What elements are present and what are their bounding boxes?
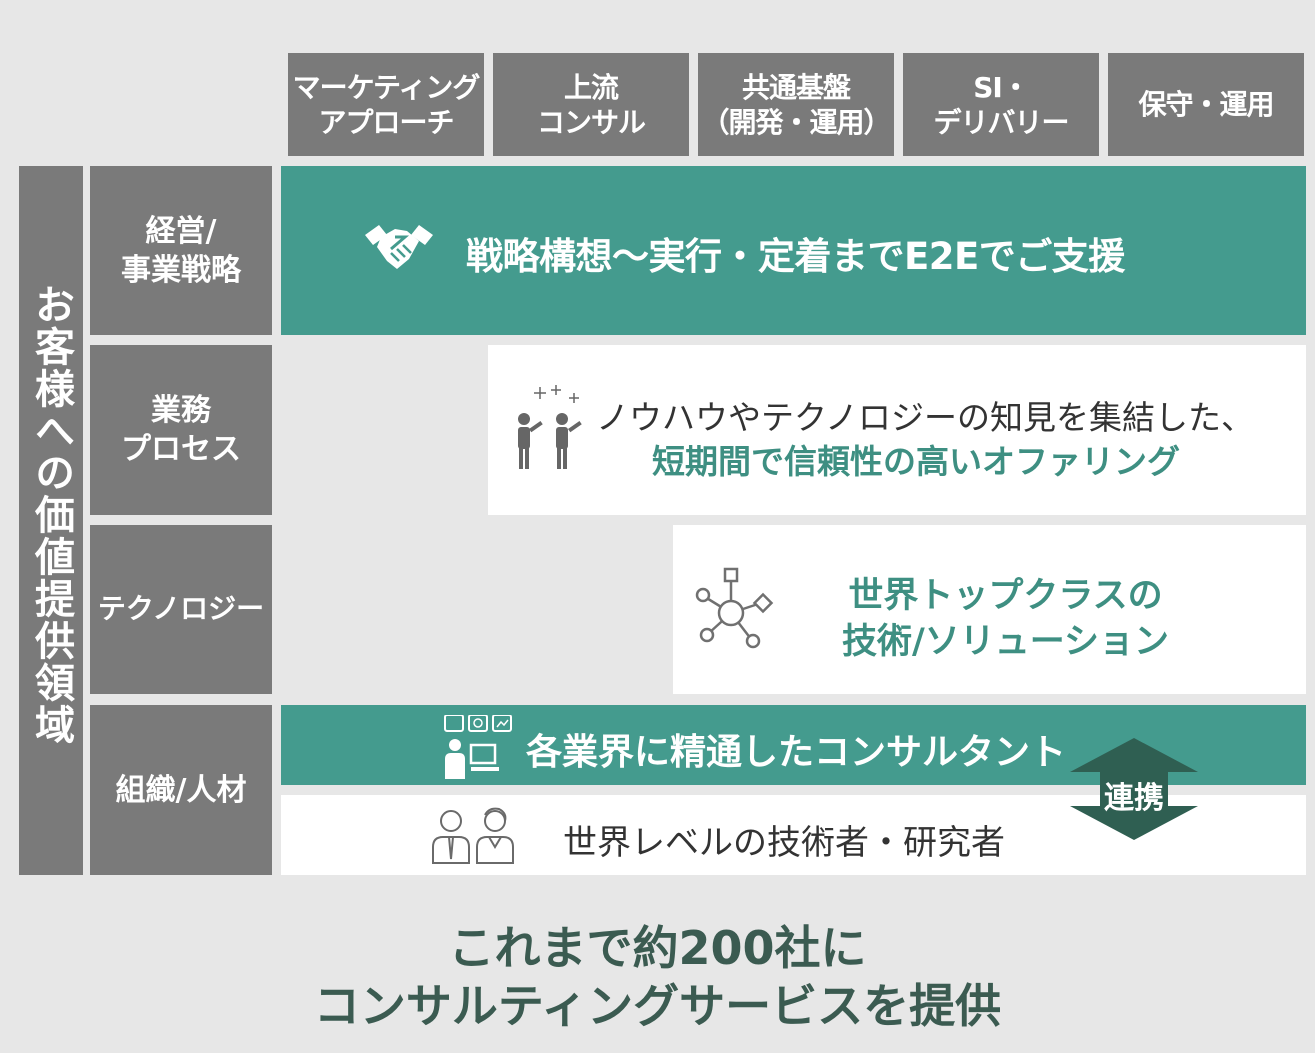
technology-text-line1: 世界トップクラスの bbox=[848, 576, 1163, 616]
technology-text-line2: 技術/ソリューション bbox=[841, 622, 1170, 662]
strategy-band: 戦略構想～実行・定着までE2Eでご支援 bbox=[281, 166, 1306, 335]
bottom-message-line1: これまで約200社に bbox=[448, 921, 867, 975]
row-header-management: 経営/ 事業戦略 bbox=[90, 166, 272, 335]
double-arrow-icon bbox=[1070, 738, 1198, 840]
technology-band: 世界トップクラスの 技術/ソリューション bbox=[673, 525, 1306, 694]
network-icon bbox=[695, 567, 774, 649]
process-text-line2: 短期間で信頼性の高いオファリング bbox=[652, 442, 1180, 481]
process-text-line1: ノウハウやテクノロジーの知見を集結した、 bbox=[596, 398, 1255, 437]
people-idea-icon bbox=[518, 385, 582, 469]
handshake-icon bbox=[365, 225, 433, 269]
column-header-marketing: マーケティング アプローチ bbox=[288, 53, 484, 156]
researcher-text: 世界レベルの技術者・研究者 bbox=[563, 823, 1005, 863]
side-label-value-domain: お客様への価値提供領域 bbox=[19, 166, 83, 875]
column-header-common-platform: 共通基盤 （開発・運用） bbox=[698, 53, 894, 156]
bottom-message-line2: コンサルティングサービスを提供 bbox=[313, 979, 1002, 1033]
link-label: 連携 bbox=[1104, 781, 1164, 816]
researchers-icon bbox=[432, 807, 514, 864]
row-header-organization: 組織/人材 bbox=[90, 705, 272, 875]
row-header-technology: テクノロジー bbox=[90, 525, 272, 694]
column-header-upstream-consulting: 上流 コンサル bbox=[493, 53, 689, 156]
presenter-icon bbox=[444, 715, 512, 779]
process-band: ノウハウやテクノロジーの知見を集結した、 短期間で信頼性の高いオファリング bbox=[488, 345, 1306, 515]
consultant-text: 各業界に精通したコンサルタント bbox=[526, 732, 1067, 773]
column-header-maintenance: 保守・運用 bbox=[1108, 53, 1304, 156]
column-header-si-delivery: SI・ デリバリー bbox=[903, 53, 1099, 156]
strategy-text: 戦略構想～実行・定着までE2Eでご支援 bbox=[466, 235, 1125, 278]
row-header-business-process: 業務 プロセス bbox=[90, 345, 272, 515]
